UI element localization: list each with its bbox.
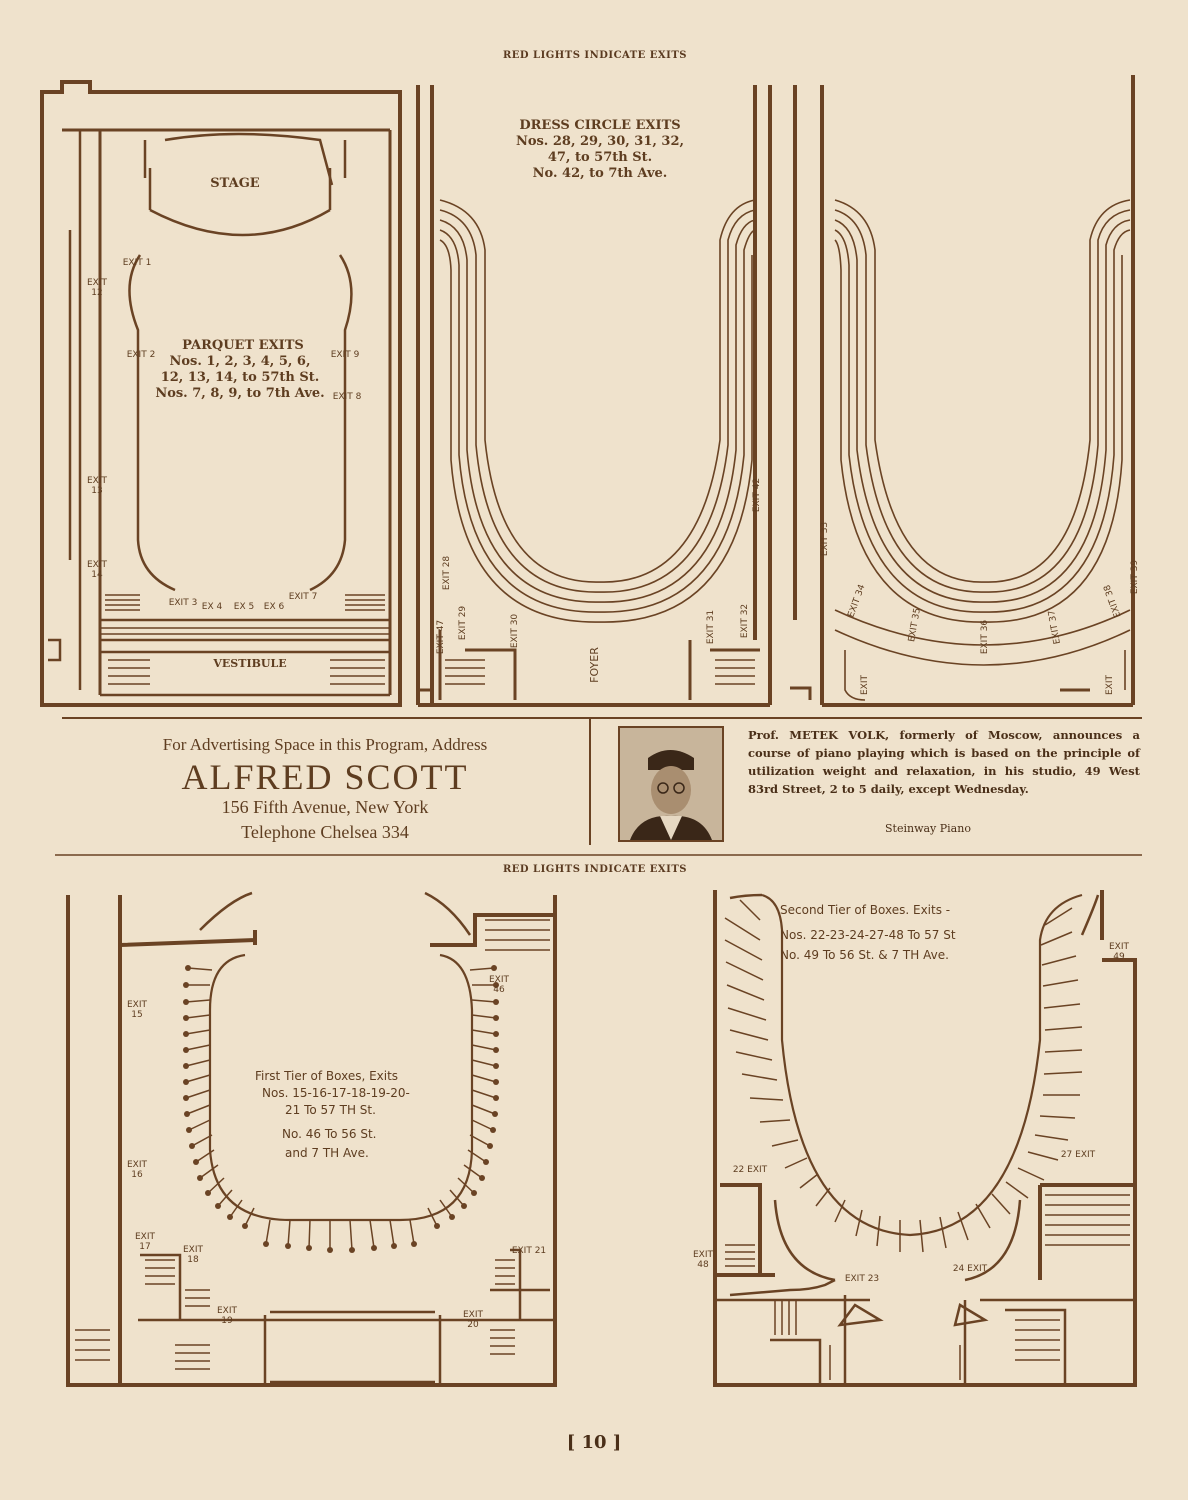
exit-18: EXIT 18 [182, 1245, 203, 1265]
second-tier-line-1: Second Tier of Boxes. Exits - [780, 903, 951, 917]
exit-9: EXIT 9 [330, 350, 360, 360]
dress-circle-line-2: 47, to 57th St. [547, 150, 653, 165]
exit-22: 22 EXIT [732, 1165, 768, 1175]
exit-4: EX 4 [201, 602, 223, 612]
exit-46: EXIT 46 [488, 975, 509, 995]
first-tier-line-3: 21 To 57 TH St. [285, 1103, 376, 1117]
exit-3: EXIT 3 [168, 598, 198, 608]
exit-1: EXIT 1 [122, 258, 152, 268]
exit-6: EX 6 [263, 602, 285, 612]
exit-19: EXIT 19 [216, 1306, 237, 1326]
first-tier-line-1: First Tier of Boxes, Exits [255, 1069, 399, 1083]
exit-49: EXIT 49 [1108, 942, 1129, 962]
exit-5: EX 5 [233, 602, 255, 612]
exit-17: EXIT 17 [134, 1232, 155, 1252]
first-tier-line-5: and 7 TH Ave. [285, 1146, 369, 1160]
ad-name: ALFRED SCOTT [181, 757, 469, 797]
parquet-line-1: Nos. 1, 2, 3, 4, 5, 6, [169, 354, 311, 369]
parquet-line-3: Nos. 7, 8, 9, to 7th Ave. [155, 386, 325, 401]
stage-label: STAGE [210, 176, 260, 191]
portrait-photo [618, 726, 724, 842]
exit-24: 24 EXIT [952, 1264, 988, 1274]
parquet-title: PARQUET EXITS [182, 338, 304, 353]
header-top: RED LIGHTS INDICATE EXITS [502, 50, 688, 61]
first-tier-line-2: Nos. 15-16-17-18-19-20- [262, 1086, 410, 1100]
exit-7: EXIT 7 [288, 592, 318, 602]
ad-phone: Telephone Chelsea 334 [241, 822, 409, 842]
exit-14: EXIT 14 [86, 560, 107, 580]
second-tier-line-3: No. 49 To 56 St. & 7 TH Ave. [780, 948, 949, 962]
notice-signature: Steinway Piano [885, 822, 971, 835]
exit-16: EXIT 16 [126, 1160, 147, 1180]
header-mid: RED LIGHTS INDICATE EXITS [502, 864, 688, 875]
exit-23: EXIT 23 [844, 1274, 880, 1284]
second-tier-line-2: Nos. 22-23-24-27-48 To 57 St [780, 928, 956, 942]
exit-20: EXIT 20 [462, 1310, 483, 1330]
notice-text: Prof. METEK VOLK, formerly of Moscow, an… [748, 728, 1140, 796]
exit-15: EXIT 15 [126, 1000, 147, 1020]
dress-circle-title: DRESS CIRCLE EXITS [519, 118, 681, 133]
exit-48: EXIT 48 [692, 1250, 713, 1270]
page-number: [ 10 ] [566, 1432, 622, 1453]
exit-8: EXIT 8 [332, 392, 362, 402]
exit-2: EXIT 2 [126, 350, 156, 360]
first-tier-line-4: No. 46 To 56 St. [282, 1127, 377, 1141]
ad-address: 156 Fifth Avenue, New York [221, 797, 429, 817]
exit-12: EXIT 12 [86, 278, 107, 298]
dress-circle-line-1: Nos. 28, 29, 30, 31, 32, [515, 134, 685, 149]
exit-13: EXIT 13 [86, 476, 107, 496]
exit-27: 27 EXIT [1060, 1150, 1096, 1160]
parquet-line-2: 12, 13, 14, to 57th St. [160, 370, 320, 385]
dress-circle-line-3: No. 42, to 7th Ave. [532, 166, 668, 181]
vestibule-label: VESTIBULE [213, 657, 287, 670]
ad-line-1: For Advertising Space in this Program, A… [162, 735, 488, 754]
exit-21: EXIT 21 [511, 1246, 547, 1256]
